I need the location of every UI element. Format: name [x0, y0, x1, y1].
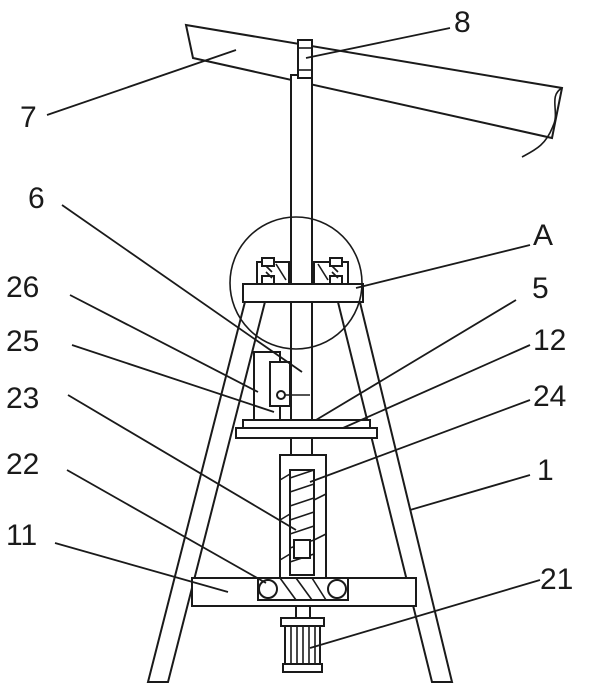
label-23: 23 — [6, 382, 39, 415]
reference-labels: 8 7 6 A 26 5 25 12 23 24 22 1 11 21 — [6, 6, 573, 596]
label-21: 21 — [540, 563, 573, 596]
label-25: 25 — [6, 325, 39, 358]
collar-8 — [297, 39, 313, 79]
label-8: 8 — [454, 6, 471, 39]
label-11: 11 — [6, 519, 37, 552]
screw-housing-24 — [279, 454, 327, 584]
clamp-right — [313, 257, 349, 285]
bearings-22 — [257, 577, 349, 601]
label-24: 24 — [533, 380, 566, 413]
label-6: 6 — [28, 182, 45, 215]
leader-lines — [46, 27, 541, 649]
clamp-left — [256, 257, 290, 285]
detail-circle-A — [229, 216, 363, 350]
top-plate — [242, 283, 364, 303]
bracket-25-26 — [253, 351, 310, 421]
label-22: 22 — [6, 448, 39, 481]
middle-plate-12 — [235, 419, 378, 439]
label-1: 1 — [537, 454, 554, 487]
label-7: 7 — [20, 101, 37, 134]
label-12: 12 — [533, 324, 566, 357]
label-A: A — [533, 219, 553, 252]
label-5: 5 — [532, 272, 549, 305]
lever-arm-7 — [184, 23, 564, 158]
motor-21 — [280, 605, 325, 673]
label-26: 26 — [6, 271, 39, 304]
